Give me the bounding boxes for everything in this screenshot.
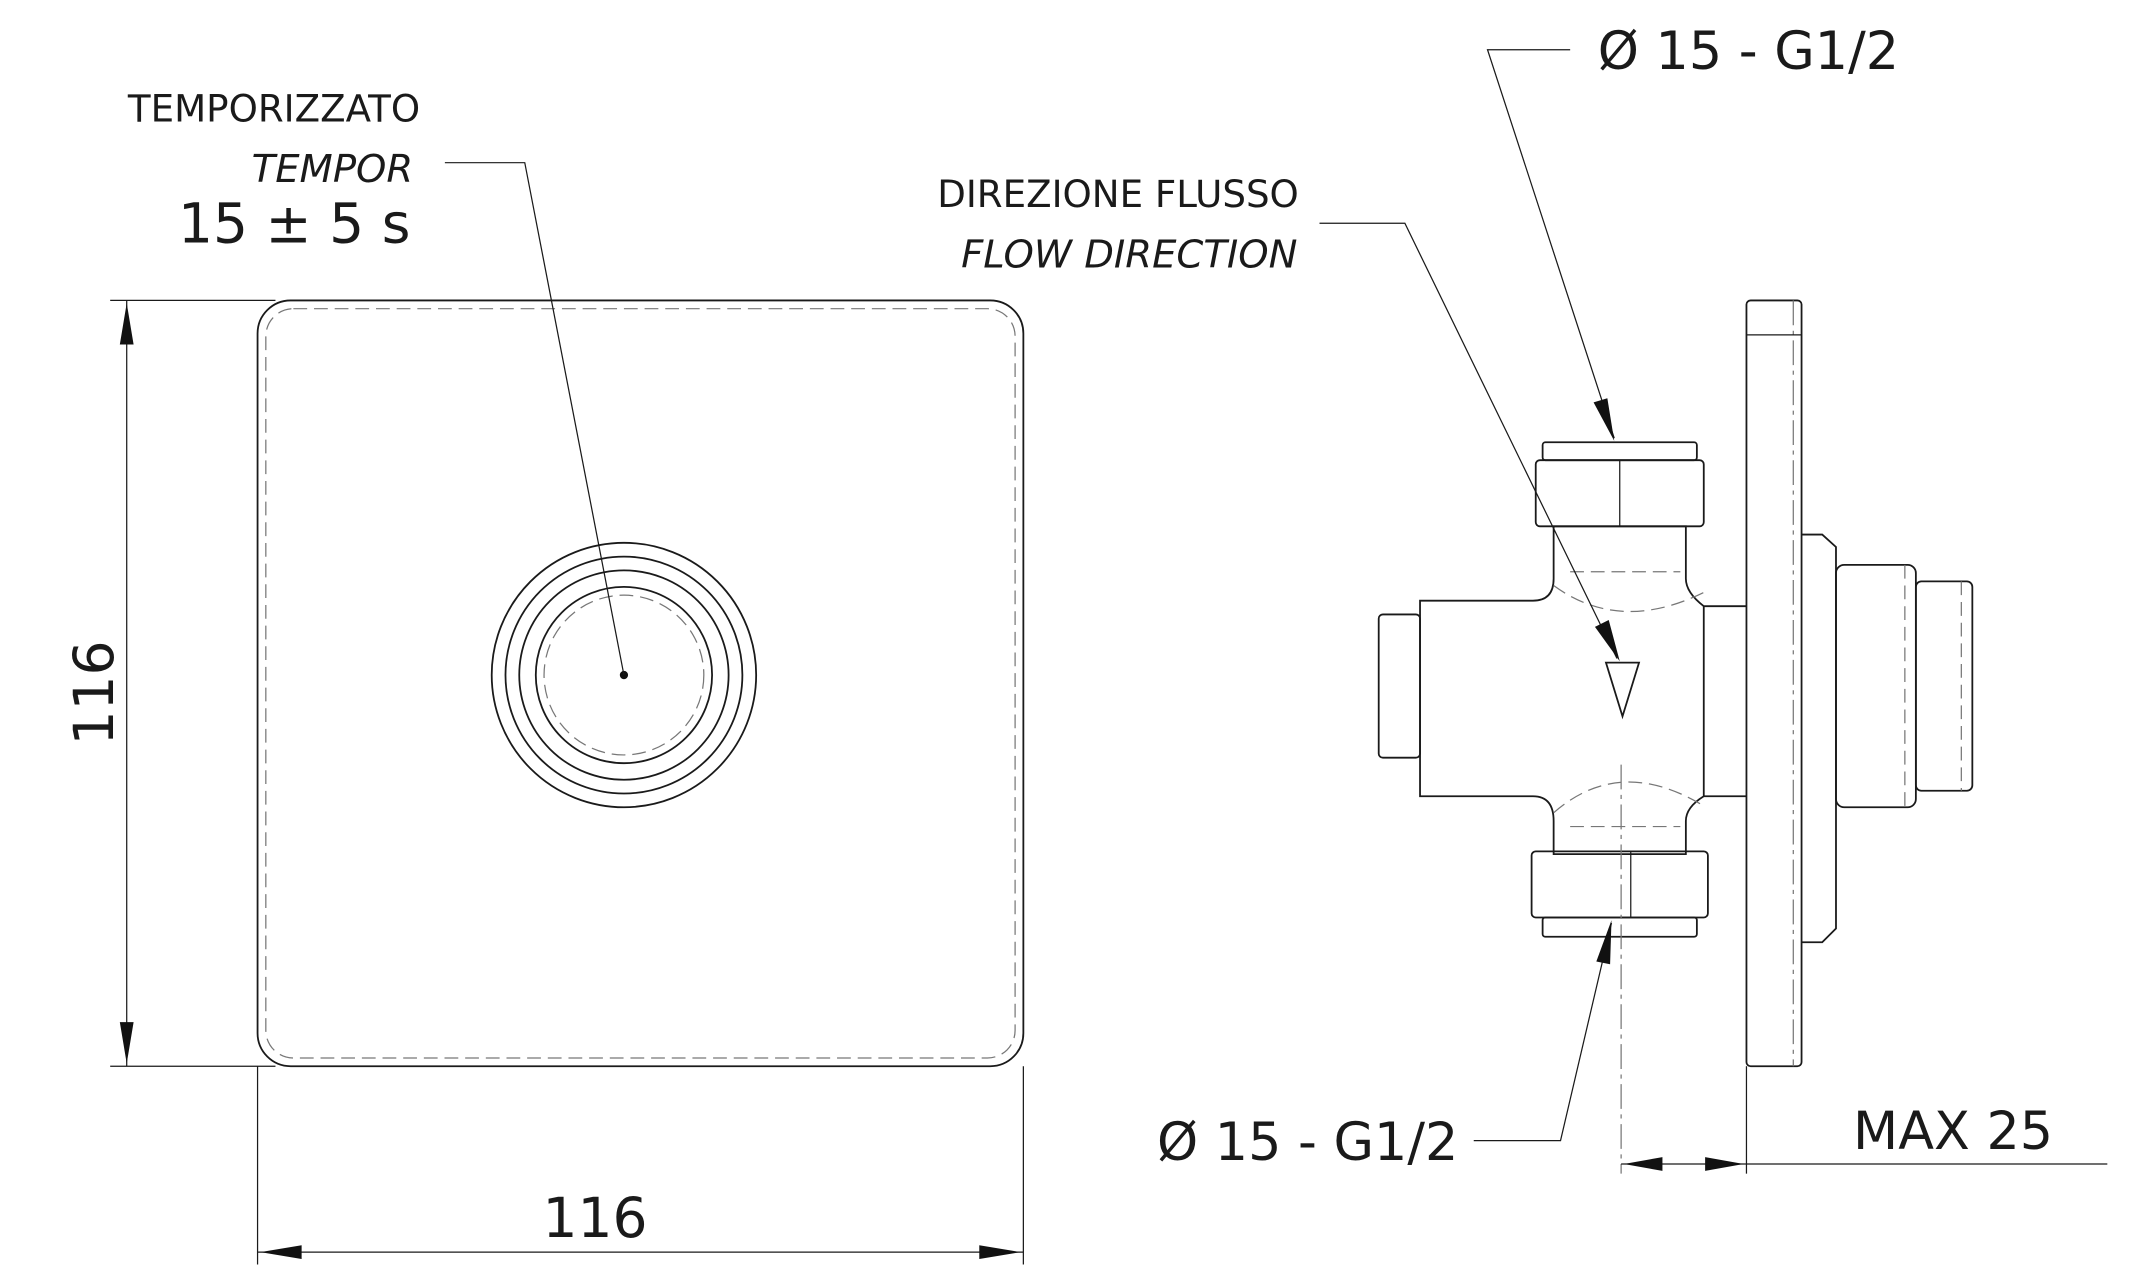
label-max-depth: MAX 25 [1853,1101,2053,1162]
max-arrow-right [1705,1157,1744,1171]
button-ring-outer [490,541,758,809]
label-tempor: TEMPOR [252,147,414,192]
cover-plate-inner-edge [265,308,1016,1059]
max-arrow-left [1623,1157,1663,1171]
button-ring-3 [518,569,730,781]
rear-stub [1377,613,1421,759]
flow-leader [1319,222,1618,659]
arrow-right [979,1245,1021,1260]
bore-top [1553,571,1705,613]
label-timing: 15 ± 5 s [178,192,410,256]
button-ring-2 [504,555,744,795]
bore-bottom [1553,781,1705,828]
push-button [534,586,713,765]
label-flow-en: FLOW DIRECTION [961,232,1297,277]
arrow-down [119,1022,134,1064]
locknut [1801,533,1837,944]
label-top-connection: Ø 15 - G1/2 [1598,21,1899,82]
arrow-up [119,303,134,345]
tempor-leader [444,162,625,676]
flow-leader-arrowhead [1594,619,1620,662]
bottom-leader-arrowhead [1596,920,1612,965]
bottom-connection-leader [1473,922,1613,1142]
arrow-left [260,1245,302,1260]
push-button-hidden [543,594,705,756]
cover-plate [256,299,1025,1068]
label-flow-it: DIREZIONE FLUSSO [937,172,1299,216]
front-view: TEMPORIZZATO TEMPOR 15 ± 5 s 116 116 [62,86,1025,1265]
bottom-nut [1530,850,1709,919]
wall-plate [1745,299,1803,1068]
label-temporizzato: TEMPORIZZATO [127,86,420,130]
button-housing [1835,563,1917,809]
flow-direction-arrow [1604,661,1641,720]
top-connection-leader [1486,49,1615,439]
width-dim: 116 [542,1186,647,1250]
label-bottom-connection: Ø 15 - G1/2 [1157,1112,1458,1173]
side-view: DIREZIONE FLUSSO FLOW DIRECTION Ø 15 - G… [937,21,2108,1174]
top-leader-arrowhead [1593,398,1615,441]
height-dim: 116 [62,640,126,745]
bottom-olive [1541,916,1698,938]
push-button-side [1914,580,1974,792]
top-olive [1541,441,1698,462]
valve-body [1419,525,1747,856]
